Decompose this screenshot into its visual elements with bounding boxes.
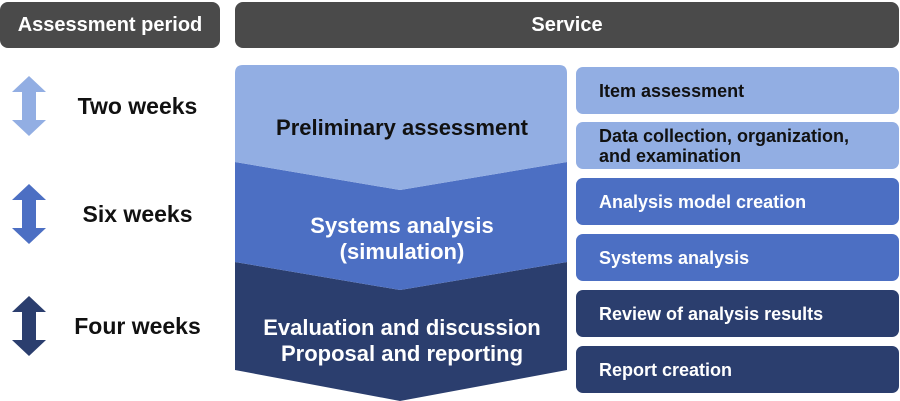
service-line: Item assessment xyxy=(599,80,745,101)
service-header: Service xyxy=(235,2,899,48)
double-arrow-shape xyxy=(12,76,46,136)
stage-line: Evaluation and discussion xyxy=(263,315,541,340)
service-title: Service xyxy=(531,13,603,36)
service-systems-analysis: Systems analysis xyxy=(576,234,899,281)
stage-evaluation-proposal: Evaluation and discussion Proposal and r… xyxy=(237,315,567,367)
double-arrow-icon xyxy=(12,184,46,244)
period-two-weeks: Two weeks xyxy=(0,76,225,136)
double-arrow-shape xyxy=(12,184,46,244)
period-four-weeks: Four weeks xyxy=(0,296,225,356)
stage-light-shape xyxy=(235,65,567,190)
service-line: and examination xyxy=(599,145,742,166)
stage-line: Proposal and reporting xyxy=(280,341,524,366)
stage-line: Preliminary assessment xyxy=(276,115,528,140)
service-line: Data collection, organization, xyxy=(599,125,850,146)
service-data-collection: Data collection, organization, and exami… xyxy=(576,122,899,169)
stage-dark-shape xyxy=(235,262,567,401)
assessment-period-header: Assessment period xyxy=(0,2,220,48)
period-label: Two weeks xyxy=(77,92,198,119)
service-item-assessment: Item assessment xyxy=(576,67,899,114)
stage-line: (simulation) xyxy=(339,239,465,264)
service-line: Analysis model creation xyxy=(599,191,807,212)
double-arrow-icon xyxy=(12,76,46,136)
stage-medium-shape xyxy=(235,162,567,290)
assessment-period-title: Assessment period xyxy=(17,13,203,36)
service-line: Review of analysis results xyxy=(599,303,824,324)
period-label: Six weeks xyxy=(82,200,193,227)
service-analysis-model-creation: Analysis model creation xyxy=(576,178,899,225)
service-review-results: Review of analysis results xyxy=(576,290,899,337)
double-arrow-icon xyxy=(12,296,46,356)
period-label: Four weeks xyxy=(74,312,201,339)
service-line: Report creation xyxy=(599,359,733,380)
service-report-creation: Report creation xyxy=(576,346,899,393)
double-arrow-shape xyxy=(12,296,46,356)
stage-preliminary-assessment: Preliminary assessment xyxy=(237,115,567,141)
service-line: Systems analysis xyxy=(599,247,750,268)
stage-systems-analysis: Systems analysis (simulation) xyxy=(237,213,567,265)
period-six-weeks: Six weeks xyxy=(0,184,225,244)
stage-line: Systems analysis xyxy=(310,213,494,238)
